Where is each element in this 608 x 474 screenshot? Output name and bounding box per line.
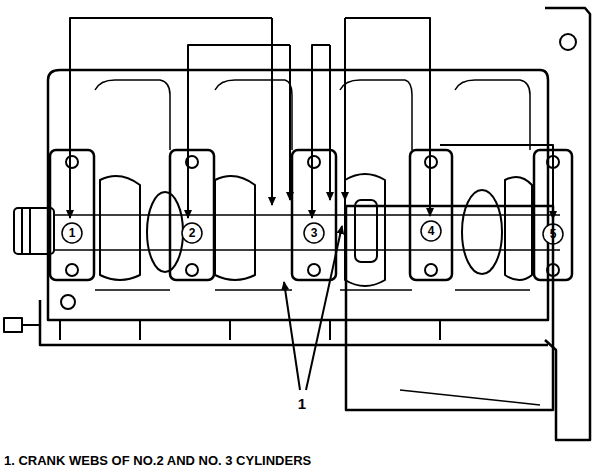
caption: 1. CRANK WEBS OF NO.2 AND NO. 3 CYLINDER…	[4, 454, 311, 467]
cap-number: 3	[311, 227, 318, 239]
cap-number: 5	[550, 228, 557, 240]
cap-number: 1	[69, 227, 76, 239]
cap-number: 2	[189, 227, 196, 239]
callout-number: 1	[298, 396, 306, 411]
cap-number: 4	[428, 225, 435, 237]
